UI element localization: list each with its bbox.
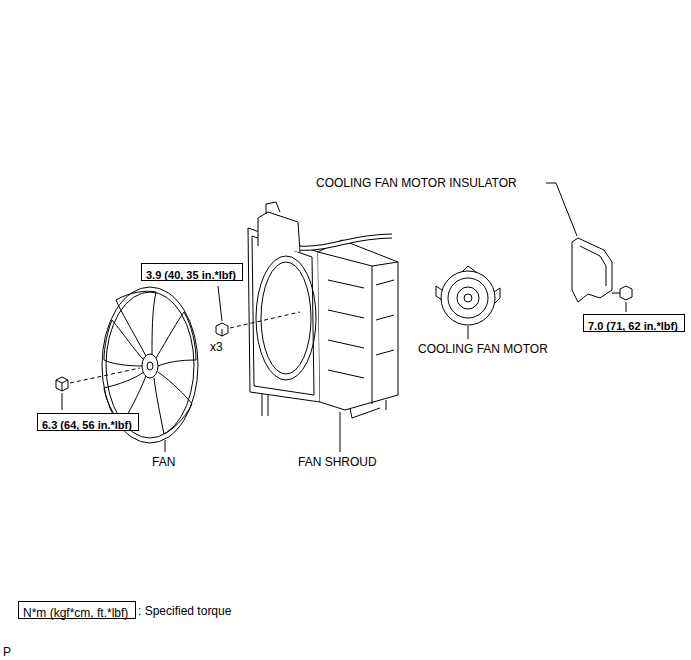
part-name: COOLING FAN MOTOR bbox=[418, 342, 548, 356]
part-name: COOLING FAN MOTOR INSULATOR bbox=[316, 176, 517, 190]
torque-value: 7.0 (71, 62 in.*lbf) bbox=[588, 319, 678, 333]
torque-box: 6.3 (64, 56 in.*lbf) bbox=[37, 413, 139, 431]
legend-note: : Specified torque bbox=[138, 604, 231, 618]
fan-shroud-drawing bbox=[216, 202, 398, 452]
torque-value: 6.3 (64, 56 in.*lbf) bbox=[42, 418, 132, 432]
torque-value: 3.9 (40, 35 in.*lbf) bbox=[146, 268, 236, 282]
torque-box: 7.0 (71, 62 in.*lbf) bbox=[583, 314, 685, 332]
insulator-drawing bbox=[546, 183, 632, 312]
unit-text: N*m (kgf*cm, ft.*lbf) bbox=[23, 606, 128, 620]
page-mark: P bbox=[3, 645, 11, 659]
part-name: FAN SHROUD bbox=[298, 455, 377, 469]
fan-motor-drawing bbox=[436, 266, 500, 339]
quantity-note: x3 bbox=[210, 340, 223, 354]
part-name: FAN bbox=[152, 455, 175, 469]
torque-box: 3.9 (40, 35 in.*lbf) bbox=[141, 263, 243, 281]
unit-legend-box: N*m (kgf*cm, ft.*lbf) bbox=[18, 601, 136, 619]
